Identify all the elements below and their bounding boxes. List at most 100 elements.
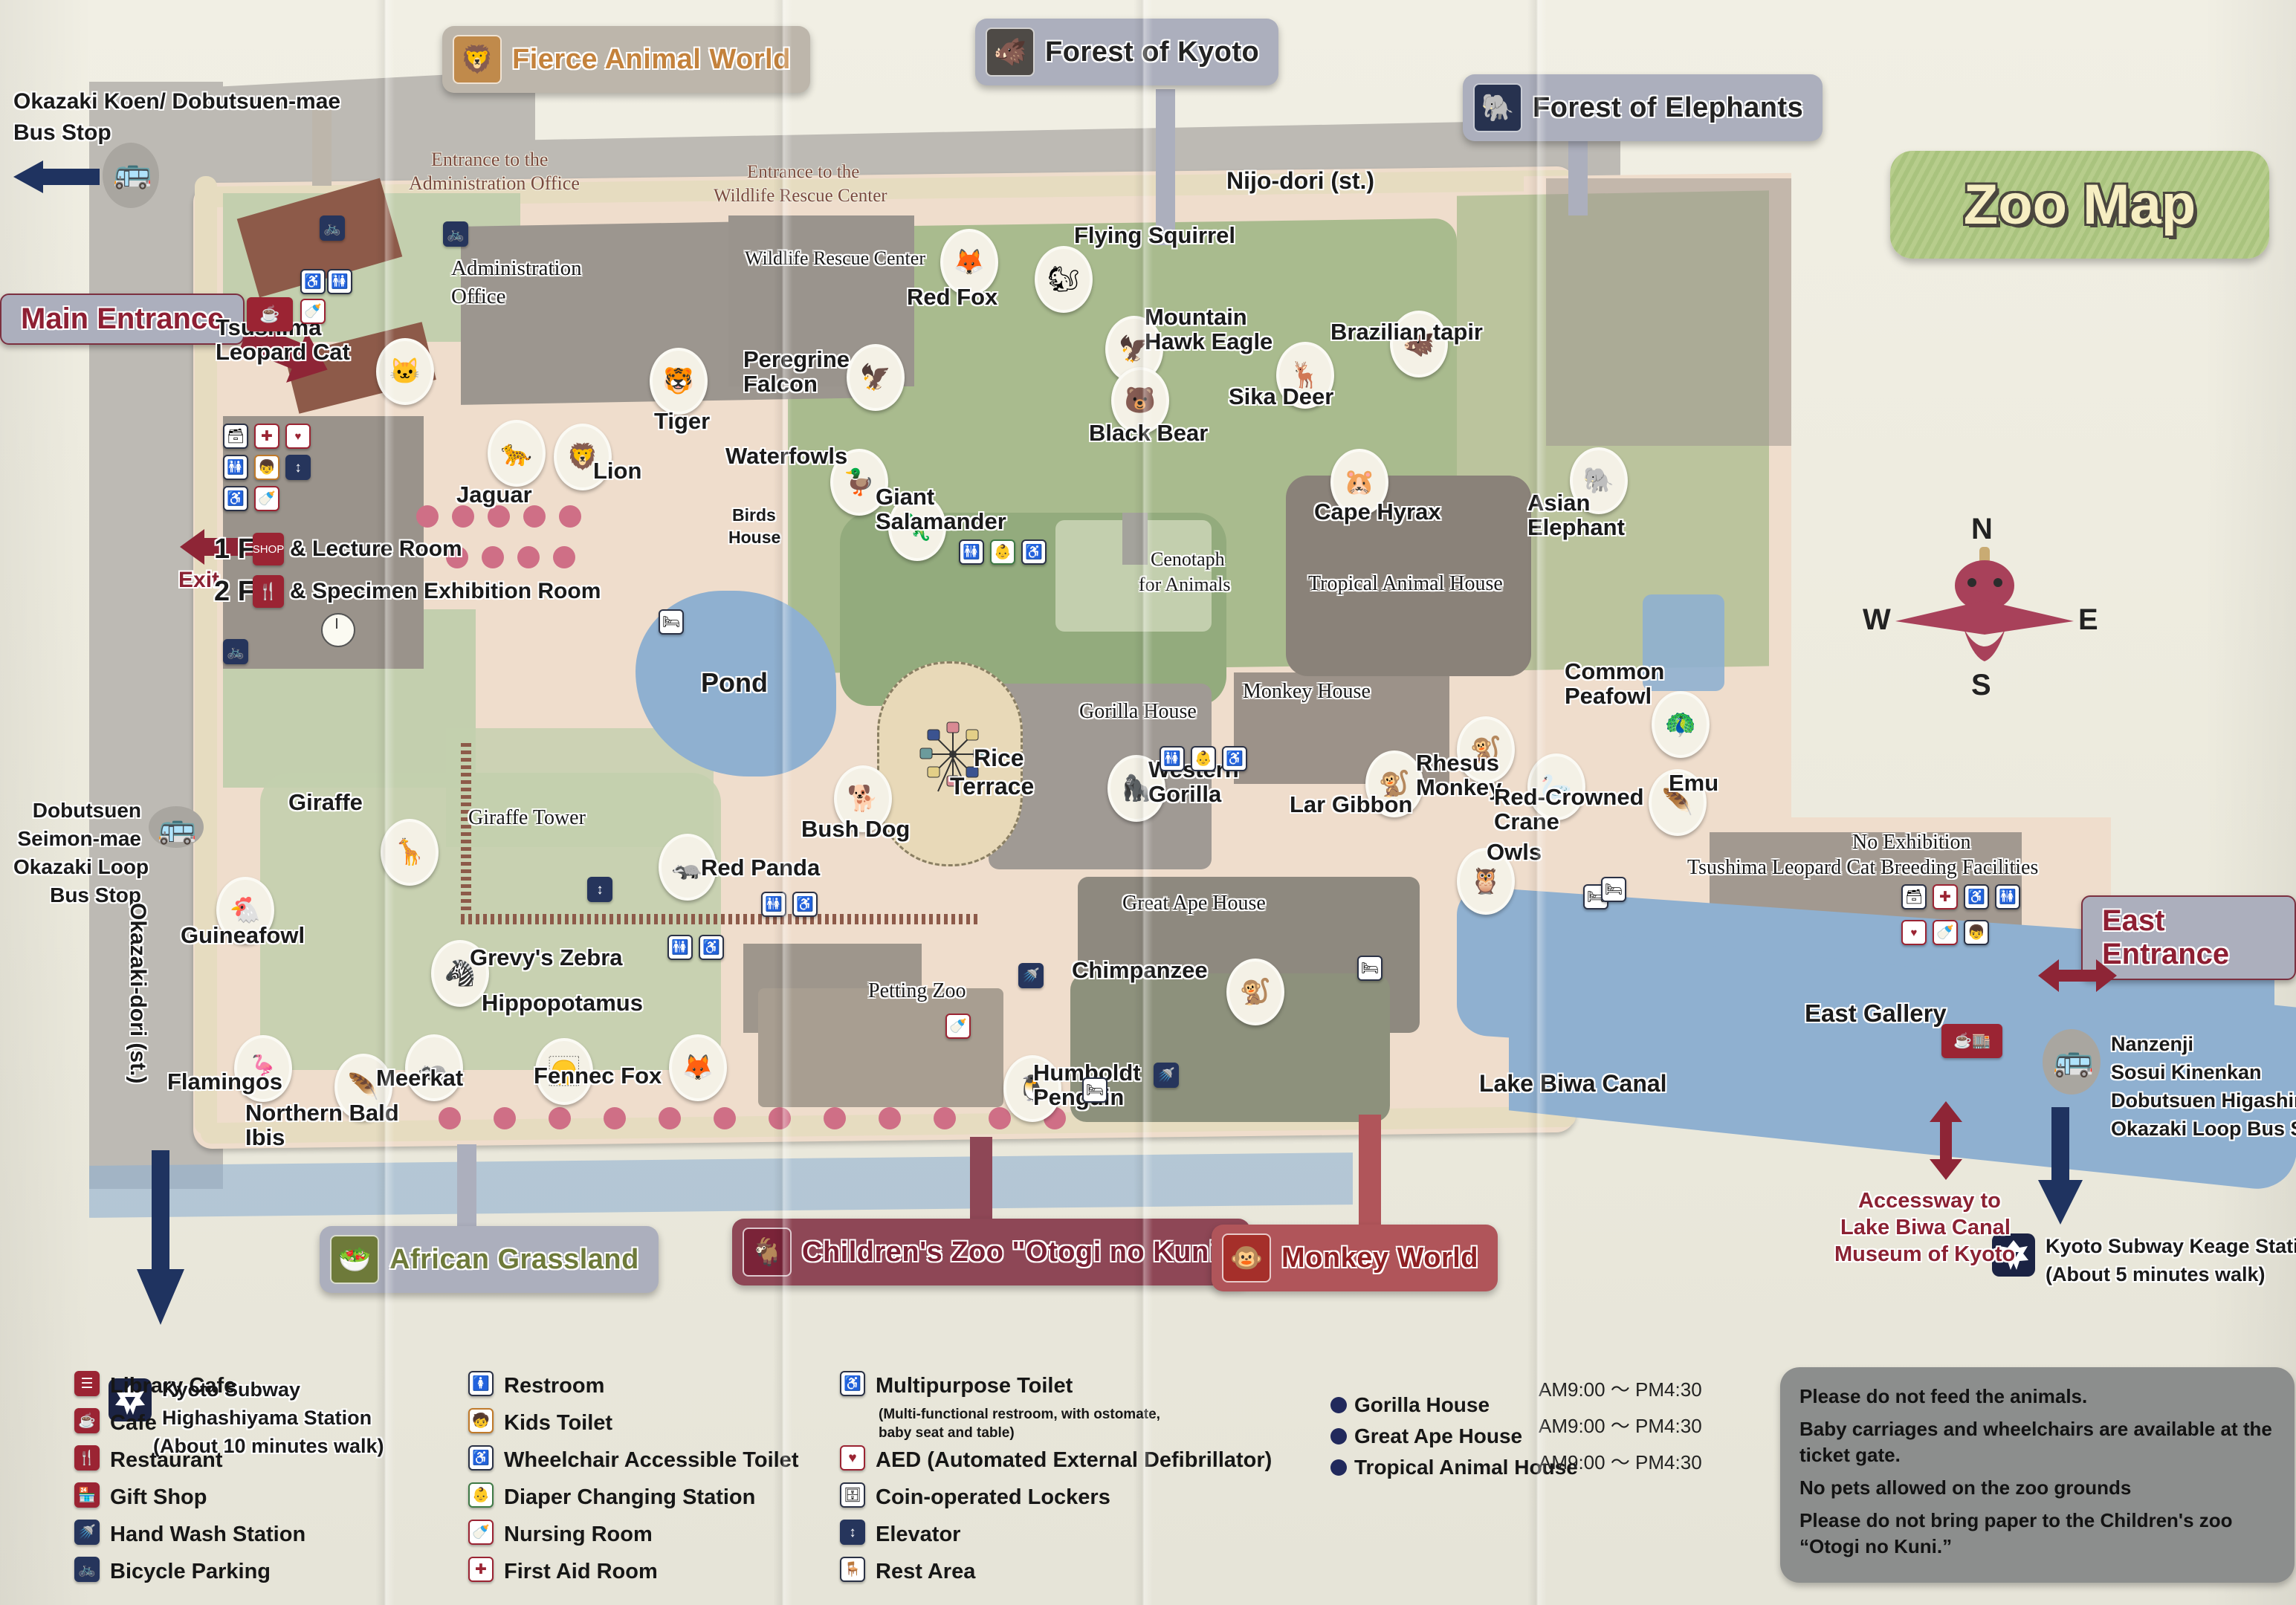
flowerbed-row-2 xyxy=(446,546,575,568)
legend-row: ☕Cafe xyxy=(74,1408,305,1438)
animal-medallion[interactable]: 🦲 xyxy=(535,1038,593,1105)
lion-head-icon: 🦁 xyxy=(453,35,502,84)
animal-medallion[interactable]: 🦉 xyxy=(1457,848,1515,915)
animal-medallion[interactable]: 🐗 xyxy=(1390,311,1448,377)
animal-label: Grevy's Zebra xyxy=(470,944,623,970)
main-entrance-arrow-icon xyxy=(240,322,328,383)
animal-medallion[interactable]: 🐆 xyxy=(488,420,546,487)
animal-medallion[interactable]: 🐹 xyxy=(1330,449,1388,516)
main-entrance-plate[interactable]: Main Entrance xyxy=(0,294,245,345)
birds-house-label-line1: Birds xyxy=(732,505,776,525)
animal-medallion[interactable]: 🦚 xyxy=(1652,691,1710,758)
animal-medallion[interactable]: 🐒 xyxy=(1365,750,1423,817)
animal-medallion[interactable]: 🐘 xyxy=(1570,447,1628,514)
animal-glyph-icon: 🐔 xyxy=(229,896,262,924)
compass-east-label: E xyxy=(2078,603,2098,636)
house-list-item: Great Ape House xyxy=(1330,1424,1578,1448)
animal-medallion[interactable]: 🐔 xyxy=(216,877,274,944)
fork-knife-icon: 🍴 xyxy=(74,1445,100,1471)
animal-medallion[interactable]: 🐻 xyxy=(1111,367,1169,434)
animal-medallion[interactable]: 🐯 xyxy=(650,348,708,415)
legend-label: Restroom xyxy=(504,1374,605,1398)
baby-change-icon: 👶 xyxy=(1191,746,1216,771)
animal-medallion[interactable]: 🐒 xyxy=(1226,959,1284,1025)
animal-medallion[interactable]: 🦎 xyxy=(888,494,946,561)
area-banner-label: African Grassland xyxy=(389,1243,639,1275)
subway-se-arrow-icon xyxy=(2038,1107,2083,1225)
monkey-house-label: Monkey House xyxy=(1243,680,1371,703)
compass-west-label: W xyxy=(1863,603,1891,636)
pin-stem-fierce xyxy=(312,97,332,186)
bicycle-icon: 🚲 xyxy=(320,215,345,241)
animal-medallion[interactable]: 🦩 xyxy=(234,1035,292,1102)
animal-medallion[interactable]: 🦆 xyxy=(830,449,888,516)
administration-office-label-line2: Office xyxy=(451,285,506,308)
area-banner-childrens-zoo[interactable]: 🐐 Children's Zoo "Otogi no Kuni" xyxy=(732,1219,1251,1285)
baby-bottle-icon: 🍼 xyxy=(1933,920,1958,945)
animal-label: Jaguar xyxy=(456,482,532,508)
gorilla-house-building xyxy=(989,684,1212,869)
animal-label: Rhesus Monkey xyxy=(1416,750,1502,800)
animal-medallion[interactable]: 🐒 xyxy=(1457,716,1515,783)
pin-stem-african xyxy=(457,1144,476,1226)
animal-glyph-icon: 🦩 xyxy=(247,1054,279,1083)
animal-medallion[interactable]: 🦒 xyxy=(381,819,439,886)
area-banner-forest-of-elephants[interactable]: 🐘 Forest of Elephants xyxy=(1463,74,1823,141)
area-banner-forest-of-kyoto[interactable]: 🐗 Forest of Kyoto xyxy=(975,19,1279,85)
animal-medallion[interactable]: 🐕 xyxy=(834,765,892,832)
bus-stop-west-label-line3: Okazaki Loop xyxy=(13,855,149,878)
bicycle-icon: 🚲 xyxy=(443,221,468,247)
house-hours: AM9:00 ～ PM4:30 xyxy=(1539,1451,1702,1473)
area-banner-monkey-world[interactable]: 🐵 Monkey World xyxy=(1212,1225,1498,1291)
animal-medallion[interactable]: 🪶 xyxy=(1649,769,1707,836)
house-hours: AM9:00 ～ PM4:30 xyxy=(1539,1415,1702,1437)
animal-medallion[interactable]: 🦍 xyxy=(1107,755,1165,822)
subway-sw-label-line2: Highashiyama Station xyxy=(162,1407,372,1429)
animal-label: Fennec Fox xyxy=(534,1063,662,1089)
animal-glyph-icon: 🦊 xyxy=(682,1054,714,1082)
animal-medallion[interactable]: 🦊 xyxy=(669,1034,727,1101)
legend-row: 🚿Hand Wash Station xyxy=(74,1520,305,1549)
legend-label: Diaper Changing Station xyxy=(504,1485,756,1509)
baby-bottle-icon: 🍼 xyxy=(300,299,326,324)
notice-line: Please do not feed the animals. xyxy=(1799,1385,2088,1407)
animal-medallion[interactable]: 🪶 xyxy=(334,1054,392,1121)
animal-medallion[interactable]: 🦅 xyxy=(847,344,905,411)
paper-fold-2 xyxy=(773,0,792,1605)
legend-sublabel: (Multi-functional restroom, with ostomat… xyxy=(879,1407,1160,1422)
bullet-dot-icon xyxy=(1330,1459,1347,1476)
clock-marker-icon xyxy=(321,613,355,647)
bench-icon: 🪑 xyxy=(840,1557,865,1582)
animal-glyph-icon: 🦍 xyxy=(1121,776,1152,801)
legend-row: ↕Elevator xyxy=(840,1520,1272,1549)
baby-bottle-icon: 🍼 xyxy=(945,1014,971,1039)
animal-medallion[interactable]: 🦡 xyxy=(659,834,717,901)
animal-medallion[interactable]: 🦡 xyxy=(405,1034,463,1101)
legend-label: Multipurpose Toilet xyxy=(876,1374,1073,1398)
pond-label: Pond xyxy=(701,667,768,698)
legend-row: 🚺Restroom xyxy=(468,1371,798,1401)
elevator-icon: ↕ xyxy=(285,455,311,480)
legend-label: AED (Automated External Defibrillator) xyxy=(876,1448,1272,1472)
animal-label: Giraffe xyxy=(288,789,363,815)
animal-medallion[interactable]: 🐧 xyxy=(1003,1055,1061,1122)
bus-stop-east-label-line3: Dobutsuen Higashimon-mae xyxy=(2111,1089,2296,1112)
area-banner-fierce-animal-world[interactable]: 🦁 Fierce Animal World xyxy=(442,26,810,93)
animal-label: Brazilian tapir xyxy=(1330,319,1483,345)
animal-medallion[interactable]: 🐿 xyxy=(1035,246,1093,313)
animal-medallion[interactable]: 🦊 xyxy=(940,229,998,296)
bullet-dot-icon xyxy=(1330,1397,1347,1413)
animal-medallion[interactable]: 🐱 xyxy=(376,338,434,405)
locker-icon: 🗃 xyxy=(223,424,248,449)
east-entrance-plate[interactable]: East Entrance xyxy=(2081,895,2296,980)
animal-medallion[interactable]: 🦢 xyxy=(1527,753,1585,820)
area-banner-label: Forest of Elephants xyxy=(1533,91,1804,123)
animal-medallion[interactable]: 🦁 xyxy=(554,424,612,490)
animal-medallion[interactable]: 🦌 xyxy=(1276,342,1334,409)
cafe-shop-icon: ☕🏬 xyxy=(1941,1024,2002,1058)
animal-medallion[interactable]: 🦓 xyxy=(431,940,489,1007)
animal-label: Flamingos xyxy=(167,1069,283,1095)
animal-label: Mountain Hawk Eagle xyxy=(1145,304,1273,354)
area-banner-african-grassland[interactable]: 🥗 African Grassland xyxy=(320,1226,659,1293)
